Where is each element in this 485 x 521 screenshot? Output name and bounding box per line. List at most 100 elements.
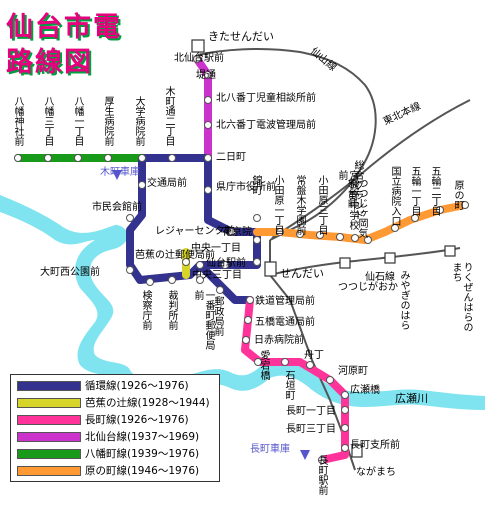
stop-yuseikyoku[interactable] xyxy=(216,286,224,294)
stop-nichome[interactable] xyxy=(204,154,212,162)
legend-item-haranomachi: 原の町線(1946〜1976) xyxy=(17,464,199,478)
stop-nagamachi1[interactable] xyxy=(341,406,349,414)
stop-shiminkaikan[interactable] xyxy=(126,214,134,222)
stop-ichibancho[interactable] xyxy=(196,276,204,284)
stop-kimachi[interactable] xyxy=(168,154,176,162)
stop-label-haranomachi: 原の町 xyxy=(452,180,463,210)
stop-sendaiekimae[interactable] xyxy=(253,258,261,266)
stop-kencho[interactable] xyxy=(204,186,212,194)
stop-nagamachiekimae[interactable] xyxy=(318,456,326,464)
stop-gorin1[interactable] xyxy=(411,214,419,222)
stop-chuo1[interactable] xyxy=(221,261,229,269)
stop-kotsukyoku[interactable] xyxy=(138,181,146,189)
stop-label-chuo1: 中央一丁目 xyxy=(191,243,241,254)
stop-label-joze: 常盤木学園前 xyxy=(294,175,305,235)
stop-kinjocho[interactable] xyxy=(253,214,261,222)
stop-label-hachimanjinja: 八幡神社前 xyxy=(12,96,23,146)
stop-label-sendaiekimae: 仙台駅前 xyxy=(206,258,246,269)
stop-label-leisure: レジャーセンタ前 xyxy=(155,226,235,237)
stop-sogo[interactable] xyxy=(351,234,359,242)
stop-label-sogo: 総合グランド xyxy=(352,160,363,220)
stop-miyagino[interactable] xyxy=(336,233,344,241)
stop-nagamachishisho[interactable] xyxy=(341,444,349,452)
stop-nissekibyoin[interactable] xyxy=(242,336,250,344)
jr-tohoku-label: 東北本線 xyxy=(381,99,423,128)
stop-label-daigakubyoin: 大学病院前 xyxy=(133,96,144,146)
stop-kita6[interactable] xyxy=(204,121,212,129)
stop-nagamachi3[interactable] xyxy=(341,424,349,432)
stop-label-nichome: 二日町 xyxy=(216,152,246,163)
stop-tsutsumidori[interactable] xyxy=(204,71,212,79)
stop-funacho[interactable] xyxy=(306,361,314,369)
stop-label-tetsudokanri: 鉄道管理局前 xyxy=(255,296,315,307)
stop-itsutsubashi[interactable] xyxy=(244,316,252,324)
legend-item-kitasendai: 北仙台線(1937〜1969) xyxy=(17,430,199,444)
stop-tsutsuji-kisho[interactable] xyxy=(364,236,372,244)
stop-label-kimachi: 木町通二丁目 xyxy=(163,86,174,146)
stop-label-omachinishikoen: 大町西公園前 xyxy=(40,267,100,278)
tram-route-map: きたせんだい せんだい つつじがおか ながまち 木町車庫 長町車庫 広瀬川 仙山… xyxy=(0,12,485,495)
stop-saibansho[interactable] xyxy=(168,276,176,284)
stop-label-gorin2: 五輪二丁目 xyxy=(429,166,440,216)
stop-omachinishikoen[interactable] xyxy=(126,266,134,274)
stop-kokuritsu[interactable] xyxy=(391,224,399,232)
stop-hachimanjinja[interactable] xyxy=(14,154,22,162)
stop-koseibyoin[interactable] xyxy=(104,154,112,162)
jr-tsutsujigaoka-box xyxy=(339,257,351,269)
stop-label-gorin1: 五輪一丁目 xyxy=(409,166,420,216)
stop-odawara1[interactable] xyxy=(276,228,284,236)
legend-swatch xyxy=(17,432,81,442)
depot-nagamachi-marker xyxy=(300,450,310,460)
stop-label-kawaramachi: 河原町 xyxy=(338,366,368,377)
line-loop-south xyxy=(196,261,254,304)
stop-label-yuseikyoku: 郵政局前 xyxy=(212,296,223,336)
stop-leisure[interactable] xyxy=(228,228,236,236)
stop-hachiman1[interactable] xyxy=(74,154,82,162)
legend-item-hachiman: 八幡町線(1939〜1976) xyxy=(17,447,199,461)
jr-sendai-box xyxy=(264,261,277,277)
river-hirose xyxy=(0,195,485,410)
stop-gorin2[interactable] xyxy=(436,206,444,214)
jr-tohoku-north xyxy=(271,99,471,239)
stop-tetsudokanri[interactable] xyxy=(246,296,254,304)
stop-label-tsutsuji_kisho: つつじヶ岡気象台前 xyxy=(345,178,367,238)
stop-label-tsutsumidori: 堤通 xyxy=(196,70,216,81)
stop-odawara3[interactable] xyxy=(316,231,324,239)
stop-label-ishigaki: 石垣町 xyxy=(283,370,294,400)
stop-label-odawara3: 小田原三丁目 xyxy=(316,175,327,235)
stop-label-odawara1: 小田原一丁目 xyxy=(272,175,283,235)
jr-nagamachi-box xyxy=(351,444,363,458)
stop-label-nagamachiekimae: 長町駅前 xyxy=(316,455,327,495)
stop-label-funacho: 舟丁 xyxy=(304,350,324,361)
stop-aiko[interactable] xyxy=(254,358,262,366)
stop-label-nissekibyoin: 日赤病院前 xyxy=(254,335,304,346)
stop-ishigaki[interactable] xyxy=(281,358,289,366)
stop-haranomachi[interactable] xyxy=(461,201,469,209)
stop-chuo3[interactable] xyxy=(196,261,204,269)
stop-label-chuo3: 中央三丁目 xyxy=(192,270,242,281)
jr-senzan-label: 仙山線 xyxy=(308,44,339,73)
stop-daigakubyoin[interactable] xyxy=(138,154,146,162)
stop-label-nagamachi3: 長町三丁目 xyxy=(286,424,336,435)
stop-joze[interactable] xyxy=(296,230,304,238)
stop-hanakyoin[interactable] xyxy=(253,236,261,244)
stop-kenmin[interactable] xyxy=(146,278,154,286)
stop-label-shiminkaikan: 市民会館前 xyxy=(92,202,142,213)
stop-label-kenmin: 検察庁前 xyxy=(140,290,151,330)
depot-kitamachi-label: 木町車庫 xyxy=(100,165,140,178)
map-title-line1: 仙台市電 xyxy=(6,12,122,43)
river-hirose-label: 広瀬川 xyxy=(395,391,428,405)
stop-kawaramachi[interactable] xyxy=(326,376,334,384)
stop-label-kita6: 北六番丁電波管理局前 xyxy=(216,120,316,131)
stop-kitasendai[interactable] xyxy=(193,55,201,63)
stop-hachiman3[interactable] xyxy=(44,154,52,162)
stop-label-hachiman1: 八幡一丁目 xyxy=(72,96,83,146)
stop-hiroseb[interactable] xyxy=(341,391,349,399)
stop-kita8[interactable] xyxy=(204,96,212,104)
jr-miyaginohara-box xyxy=(384,252,396,264)
jr-rikuzenharanomachi-box xyxy=(444,245,456,257)
stop-bashonotsuji[interactable] xyxy=(182,258,190,266)
stop-label-miyagino: 宮城野中学校前 xyxy=(336,170,358,230)
stop-label-aiko: 愛宕橋 xyxy=(258,350,269,380)
stop-label-ichibancho: 一番町郵便局前 xyxy=(192,290,214,350)
